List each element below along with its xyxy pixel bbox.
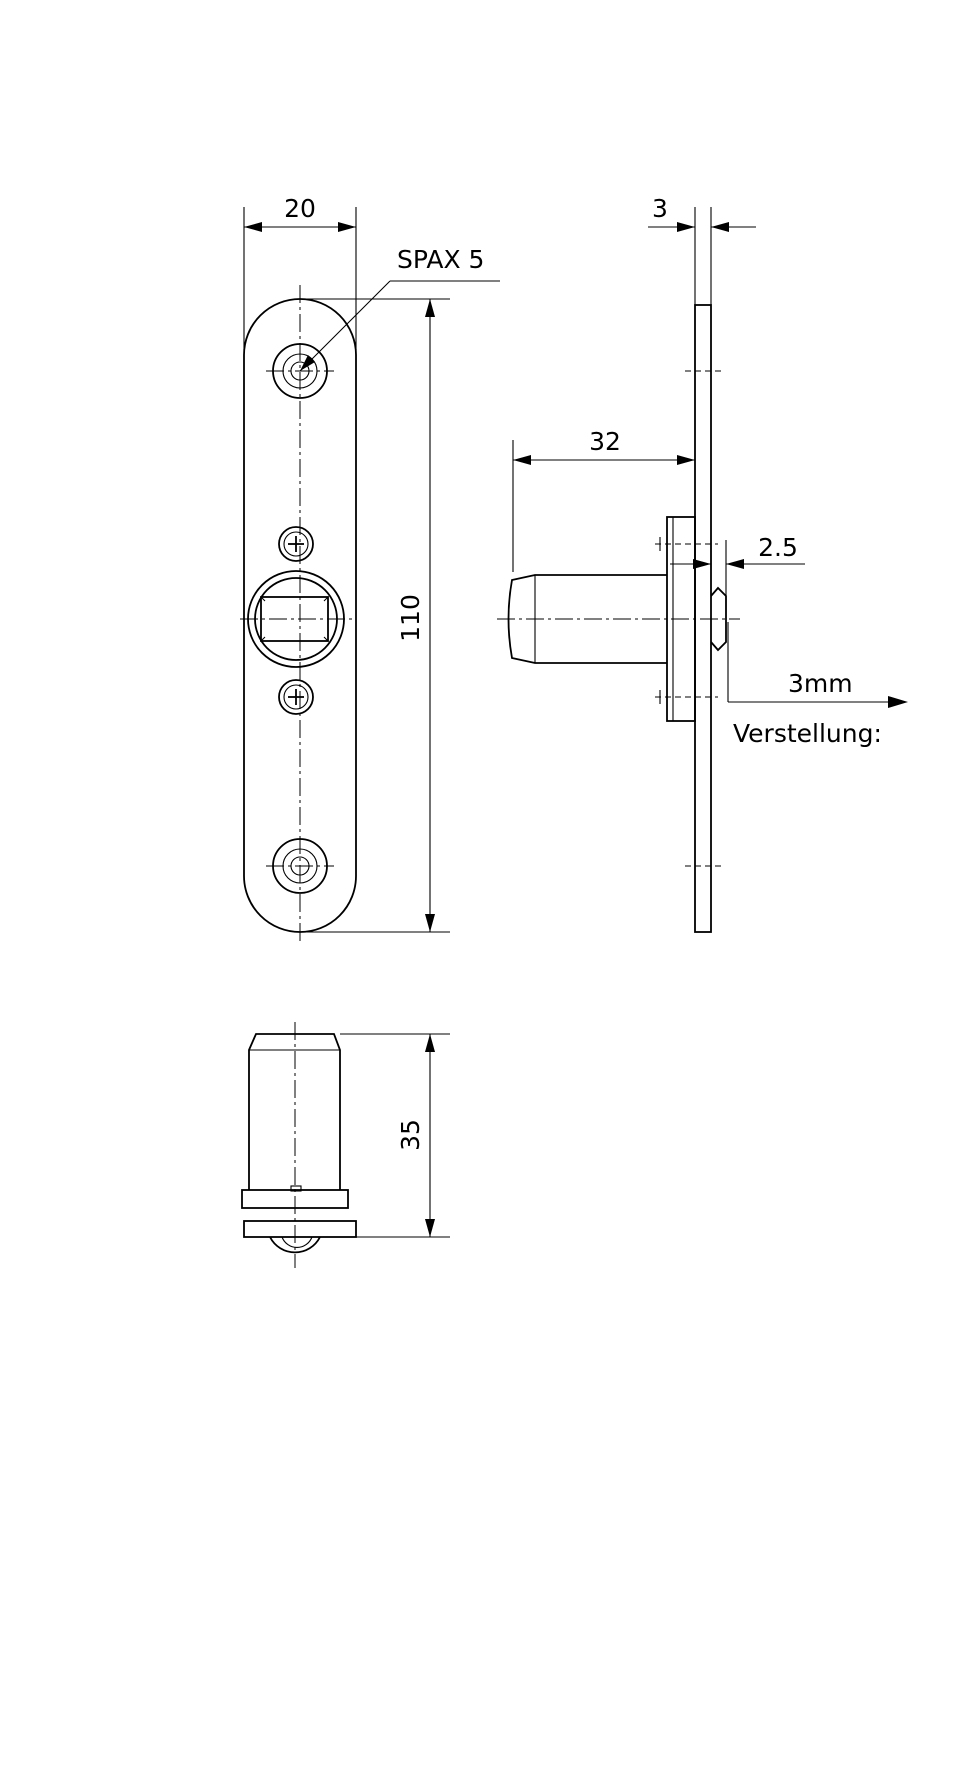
spax-leader — [299, 280, 500, 372]
side-view: 3 32 2.5 3mm Verstellung: — [497, 194, 908, 933]
bottom-round — [269, 1236, 321, 1254]
dim-depth-32 — [512, 440, 695, 572]
dim-width-20 — [243, 207, 357, 350]
adjustment-arrow — [727, 622, 908, 708]
dim-height-35 — [340, 1033, 450, 1238]
screw-label: SPAX 5 — [397, 245, 484, 274]
lower-phillips-screw — [278, 679, 314, 715]
front-plate-outline — [243, 298, 357, 933]
dim-thickness-3 — [648, 222, 756, 232]
bottom-screw-hole — [266, 838, 334, 894]
dim-height-110 — [300, 298, 450, 933]
dim-label-3: 3 — [652, 194, 668, 223]
front-view: 20 110 SPAX 5 — [240, 194, 500, 945]
dim-offset-2-5 — [670, 540, 805, 596]
dim-label-110: 110 — [396, 594, 425, 642]
bottom-base — [243, 1220, 357, 1238]
dim-label-35: 35 — [396, 1119, 425, 1151]
bottom-view: 35 — [241, 1022, 450, 1268]
dim-label-2-5: 2.5 — [758, 533, 798, 562]
adjustment-label: Verstellung: — [733, 719, 882, 748]
dim-label-20: 20 — [284, 194, 316, 223]
upper-phillips-screw — [278, 526, 314, 562]
dim-label-32: 32 — [589, 427, 621, 456]
central-bolt — [240, 570, 352, 668]
adjustment-value: 3mm — [788, 669, 853, 698]
side-rear-nub — [710, 586, 727, 652]
